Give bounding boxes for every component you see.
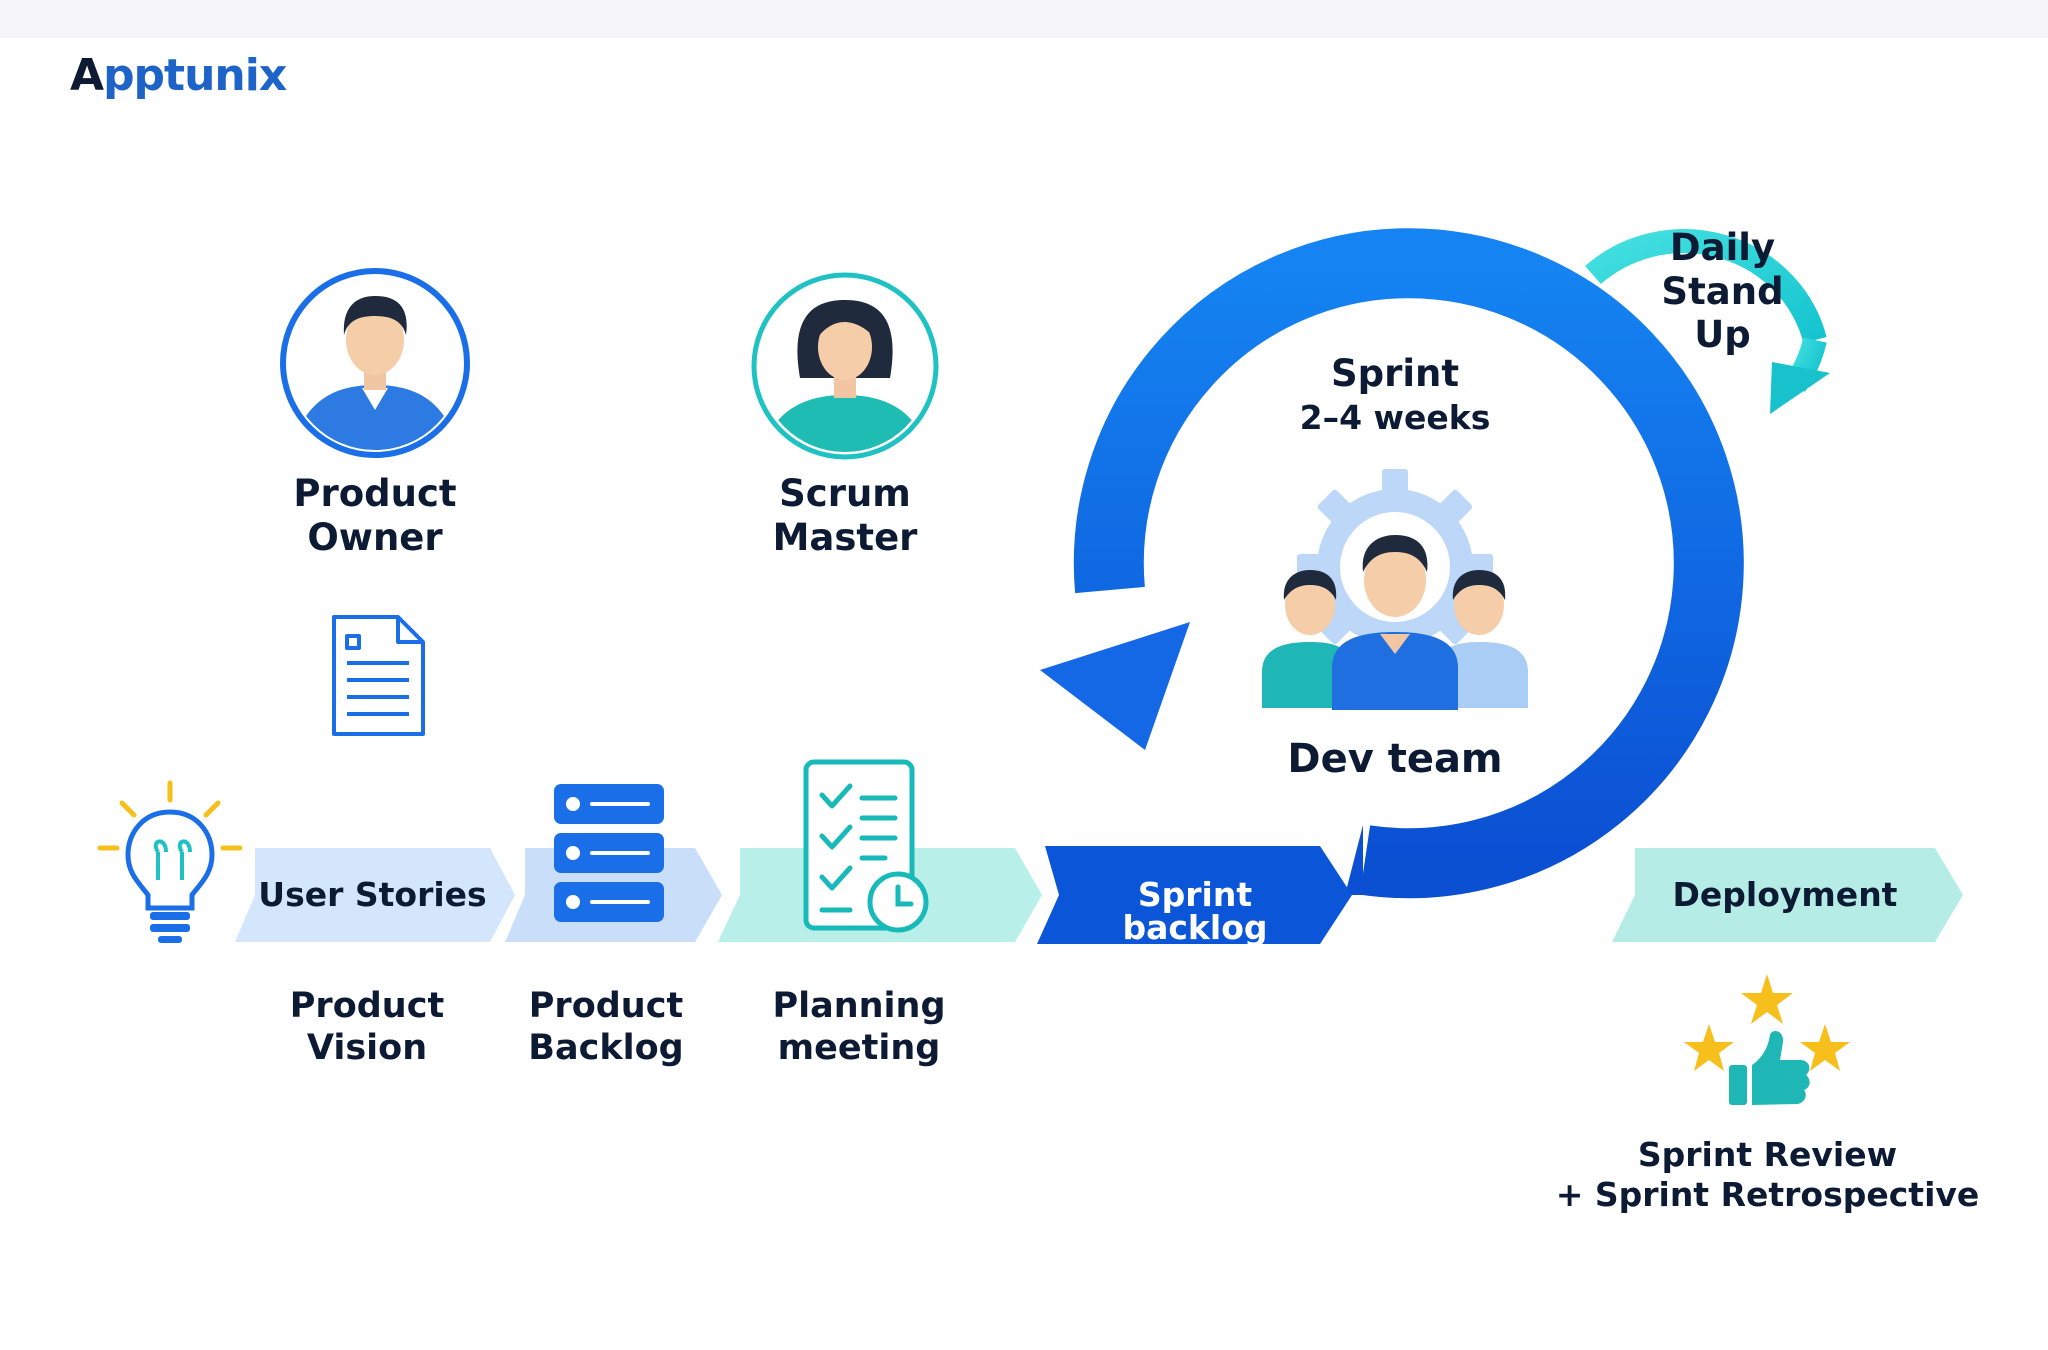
product-owner-avatar	[280, 268, 470, 458]
server-stack-icon	[554, 784, 664, 922]
sprint-cycle-arrow	[1040, 228, 1744, 899]
thumbs-up-stars-icon	[1684, 974, 1850, 1105]
dev-team-illustration	[1262, 469, 1528, 710]
product-vision-label: Product Vision	[289, 986, 445, 1068]
product-owner-label: Product Owner	[293, 472, 457, 560]
lightbulb-icon	[97, 780, 243, 943]
user-stories-label: User Stories	[258, 875, 487, 914]
chevron-deployment	[1612, 848, 1963, 942]
dev-team-label: Dev team	[1287, 736, 1503, 782]
planning-meeting-label: Planning meeting	[772, 986, 946, 1068]
chevron-sprint-backlog	[1037, 846, 1352, 944]
sprint-duration: 2–4 weeks	[1299, 398, 1491, 437]
scrum-master-label: Scrum Master	[772, 472, 918, 560]
sprint-title: Sprint	[1330, 352, 1460, 395]
document-icon	[332, 615, 425, 736]
deployment-label: Deployment	[1672, 875, 1898, 914]
product-backlog-label: Product Backlog	[528, 986, 684, 1068]
top-band	[0, 0, 2048, 38]
apptunix-logo: Apptunix	[70, 50, 287, 101]
sprint-backlog-label: Sprint backlog	[1122, 875, 1268, 947]
daily-standup-arrow	[1585, 229, 1830, 414]
logo-wordmark: pptunix	[103, 50, 287, 101]
scrum-master-avatar	[751, 272, 939, 460]
daily-standup-label: Daily Stand Up	[1661, 226, 1784, 357]
chevron-user-stories	[235, 848, 515, 942]
logo-letter: A	[70, 50, 104, 101]
checklist-icon	[803, 759, 929, 933]
sprint-review-label: Sprint Review + Sprint Retrospective	[1555, 1135, 1980, 1214]
